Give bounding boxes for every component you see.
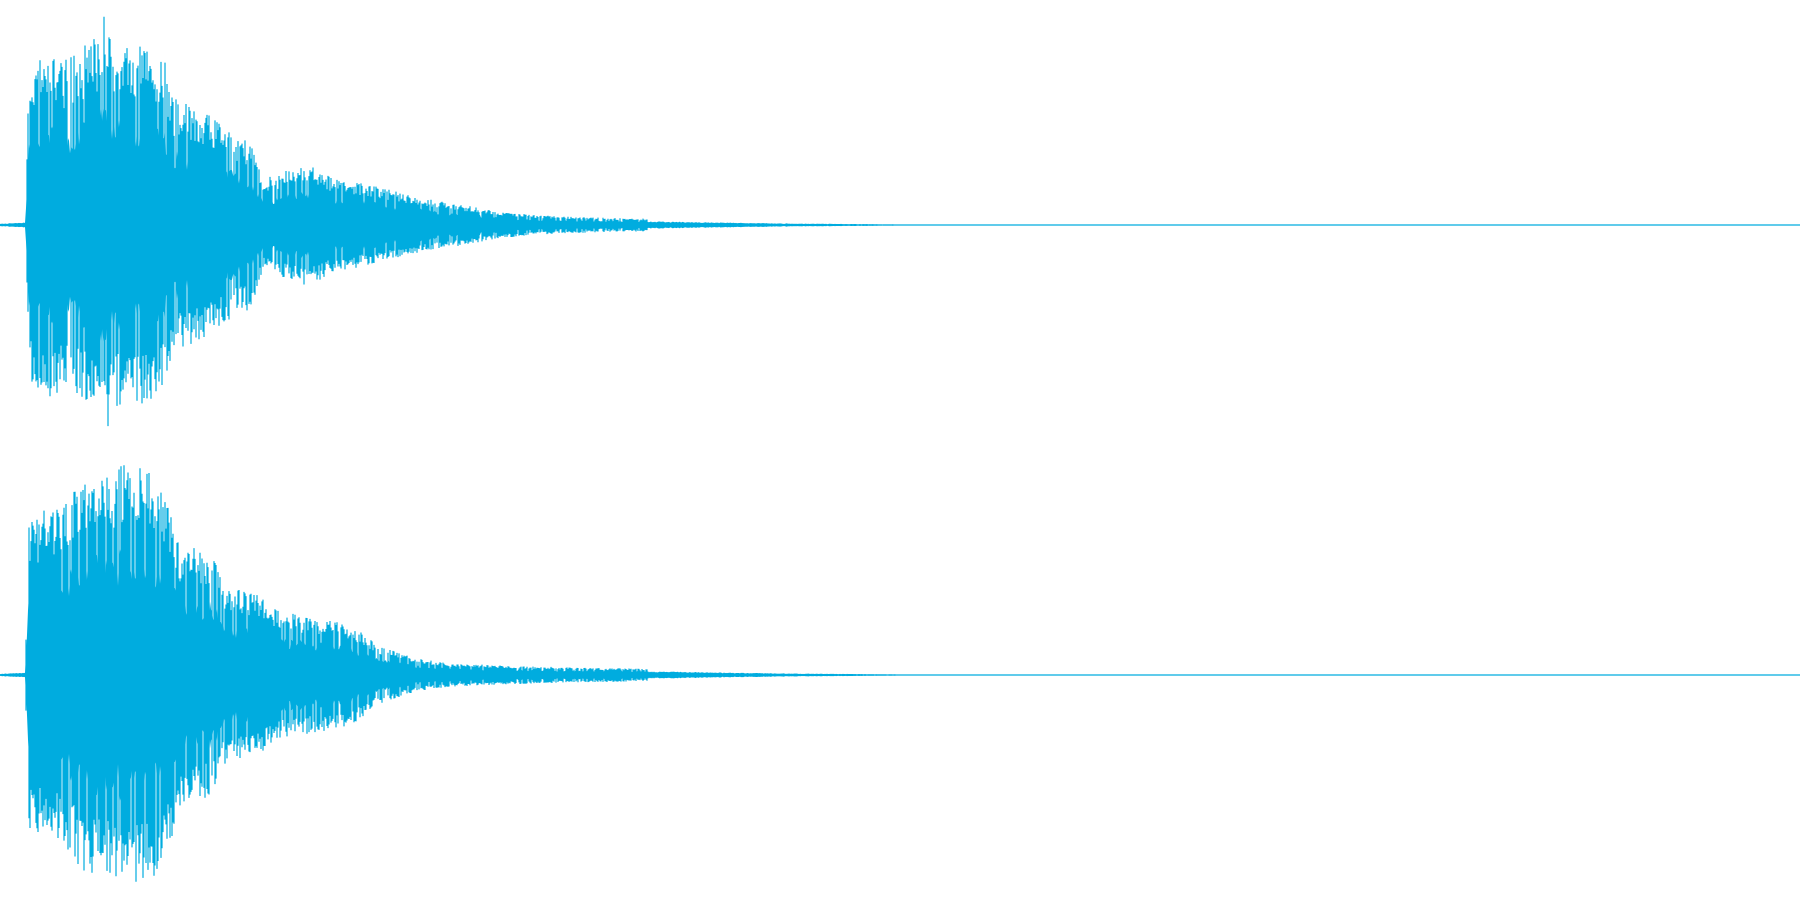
channel-2-waveform bbox=[0, 548, 1800, 802]
waveform-channel-1 bbox=[0, 16, 1800, 427]
channel-1-waveform-peaks bbox=[26, 16, 648, 427]
channel-2-waveform-peaks bbox=[25, 465, 648, 882]
channel-1-waveform bbox=[0, 104, 1800, 346]
waveform-channel-2 bbox=[0, 465, 1800, 882]
